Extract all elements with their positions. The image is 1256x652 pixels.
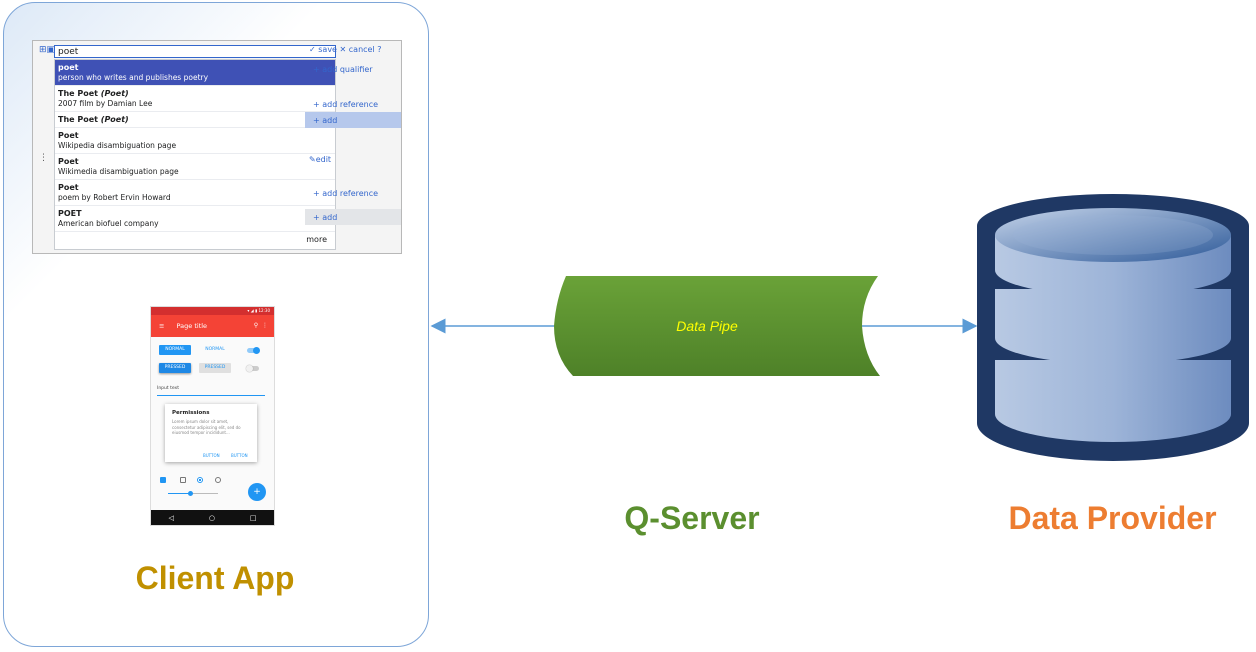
add-reference-link[interactable]: + add reference xyxy=(313,189,379,198)
more-icon[interactable]: ⋮ xyxy=(262,322,268,329)
pressed-flat-button[interactable]: PRESSED xyxy=(199,363,231,373)
item-icon: ⋮ xyxy=(39,153,48,163)
normal-flat-button[interactable]: NORMAL xyxy=(205,347,225,352)
recent-apps-icon[interactable]: □ xyxy=(249,513,257,522)
pencil-icon: ✎ xyxy=(309,155,316,164)
radio-unselected[interactable] xyxy=(215,477,221,483)
pressed-button[interactable]: PRESSED xyxy=(159,363,191,373)
menu-icon[interactable]: ≡ xyxy=(159,322,165,330)
slider-fill xyxy=(168,493,190,494)
dialog-button[interactable]: BUTTON xyxy=(231,453,248,458)
data-provider-label: Data Provider xyxy=(1008,500,1217,536)
data-pipe-shape xyxy=(554,276,880,376)
suggestion-item[interactable]: Poet Wikimedia disambiguation page xyxy=(55,154,335,180)
navigation-bar: ◁ ○ □ xyxy=(151,510,274,525)
normal-button[interactable]: NORMAL xyxy=(159,345,191,355)
suggestion-item[interactable]: POET American biofuel company xyxy=(55,206,335,232)
item-icon: ⊞▣ xyxy=(39,45,56,55)
phone-mockup: ▾ ◢ ▮ 12:30 ≡ Page title ⚲ ⋮ NORMAL NORM… xyxy=(150,306,275,526)
suggestion-item[interactable]: The Poet (Poet) xyxy=(55,112,335,128)
search-icon[interactable]: ⚲ xyxy=(253,322,259,329)
close-icon: ✕ xyxy=(339,45,347,54)
slider-thumb[interactable] xyxy=(188,491,193,496)
suggestion-item[interactable]: Poet Wikipedia disambiguation page xyxy=(55,128,335,154)
highlight-band xyxy=(305,209,401,225)
check-icon: ✓ xyxy=(309,45,316,54)
dialog-body: Lorem ipsum dolor sit amet, consectetur … xyxy=(172,419,241,435)
radio-selected[interactable] xyxy=(197,477,203,483)
dialog-title: Permissions xyxy=(172,410,210,416)
add-reference-link[interactable]: + add reference xyxy=(313,100,379,109)
checkbox-unchecked[interactable] xyxy=(180,477,186,483)
more-link[interactable]: more xyxy=(306,235,327,244)
app-bar: ≡ Page title ⚲ ⋮ xyxy=(151,315,274,337)
toggle-switch-on[interactable] xyxy=(247,347,260,354)
cancel-link[interactable]: cancel xyxy=(348,45,375,54)
suggestion-item[interactable]: poet person who writes and publishes poe… xyxy=(55,60,335,86)
client-app-label: Client App xyxy=(135,560,295,596)
text-input[interactable]: Input text xyxy=(157,383,265,396)
status-bar: ▾ ◢ ▮ 12:30 xyxy=(151,307,274,315)
add-fab-button[interactable]: + xyxy=(248,483,266,501)
page-title: Page title xyxy=(176,322,208,330)
highlight-band xyxy=(305,112,401,128)
q-server-label: Q-Server xyxy=(624,500,760,536)
slider-track[interactable] xyxy=(168,493,218,494)
help-icon[interactable]: ? xyxy=(377,45,382,54)
add-qualifier-link[interactable]: + add qualifier xyxy=(313,65,373,74)
suggestion-item[interactable]: Poet poem by Robert Ervin Howard xyxy=(55,180,335,206)
add-link[interactable]: + add xyxy=(313,213,338,222)
suggestion-dropdown: poet person who writes and publishes poe… xyxy=(54,59,336,250)
save-link[interactable]: save xyxy=(318,45,337,54)
add-link[interactable]: + add xyxy=(313,116,338,125)
edit-link[interactable]: ✎edit xyxy=(309,155,332,164)
database-icon xyxy=(977,194,1249,461)
toggle-switch-off[interactable] xyxy=(246,365,259,372)
edit-actions: ✓ save ✕ cancel ? xyxy=(309,45,382,54)
home-icon[interactable]: ○ xyxy=(208,513,215,522)
wikidata-screenshot: ⊞▣ ⋮ poet poet person who writes and pub… xyxy=(32,40,402,254)
suggestion-item[interactable]: The Poet (Poet) 2007 film by Damian Lee xyxy=(55,86,335,112)
permissions-dialog: Permissions Lorem ipsum dolor sit amet, … xyxy=(165,404,257,462)
data-pipe-label: Data Pipe xyxy=(676,318,738,334)
checkbox-checked[interactable] xyxy=(160,477,166,483)
search-input[interactable]: poet xyxy=(54,45,336,58)
dialog-button[interactable]: BUTTON xyxy=(203,453,220,458)
back-icon[interactable]: ◁ xyxy=(168,513,174,522)
